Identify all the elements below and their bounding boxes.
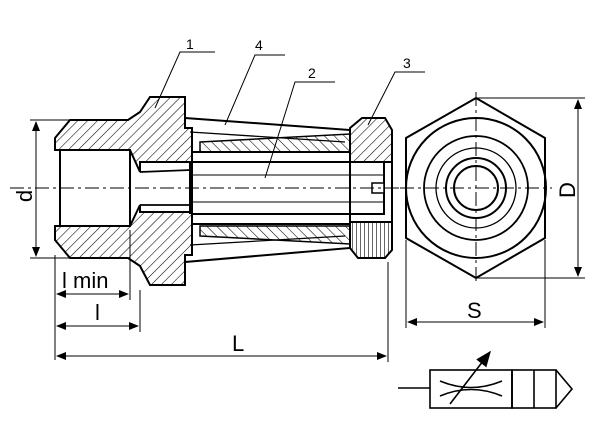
- collet-upper-section: [199, 133, 351, 153]
- body-upper-section: [54, 96, 193, 173]
- dim-d-label: d: [12, 190, 37, 202]
- dim-l: [56, 290, 141, 332]
- callout-4: 4: [255, 37, 263, 53]
- dim-lmin-label: l min: [62, 268, 108, 293]
- throttle-symbol: [398, 350, 574, 409]
- dim-L: [56, 262, 389, 362]
- dim-d: [30, 119, 70, 259]
- nut-upper-section: [349, 117, 393, 163]
- dim-lmin: [54, 230, 131, 360]
- dim-D-label: D: [555, 182, 580, 198]
- dim-l-label: l: [95, 300, 100, 325]
- section-view: [10, 96, 400, 286]
- dim-S-label: S: [467, 298, 482, 323]
- callout-2: 2: [308, 65, 316, 81]
- callout-3: 3: [403, 55, 411, 71]
- collet-lower-section: [199, 225, 351, 245]
- callout-leaders: [154, 51, 425, 179]
- dim-S: [405, 240, 546, 328]
- nut-lower-knurl: [349, 221, 393, 259]
- end-view: [400, 92, 552, 284]
- dim-L-label: L: [232, 331, 244, 356]
- callout-1: 1: [186, 36, 194, 52]
- dim-D: [476, 97, 585, 279]
